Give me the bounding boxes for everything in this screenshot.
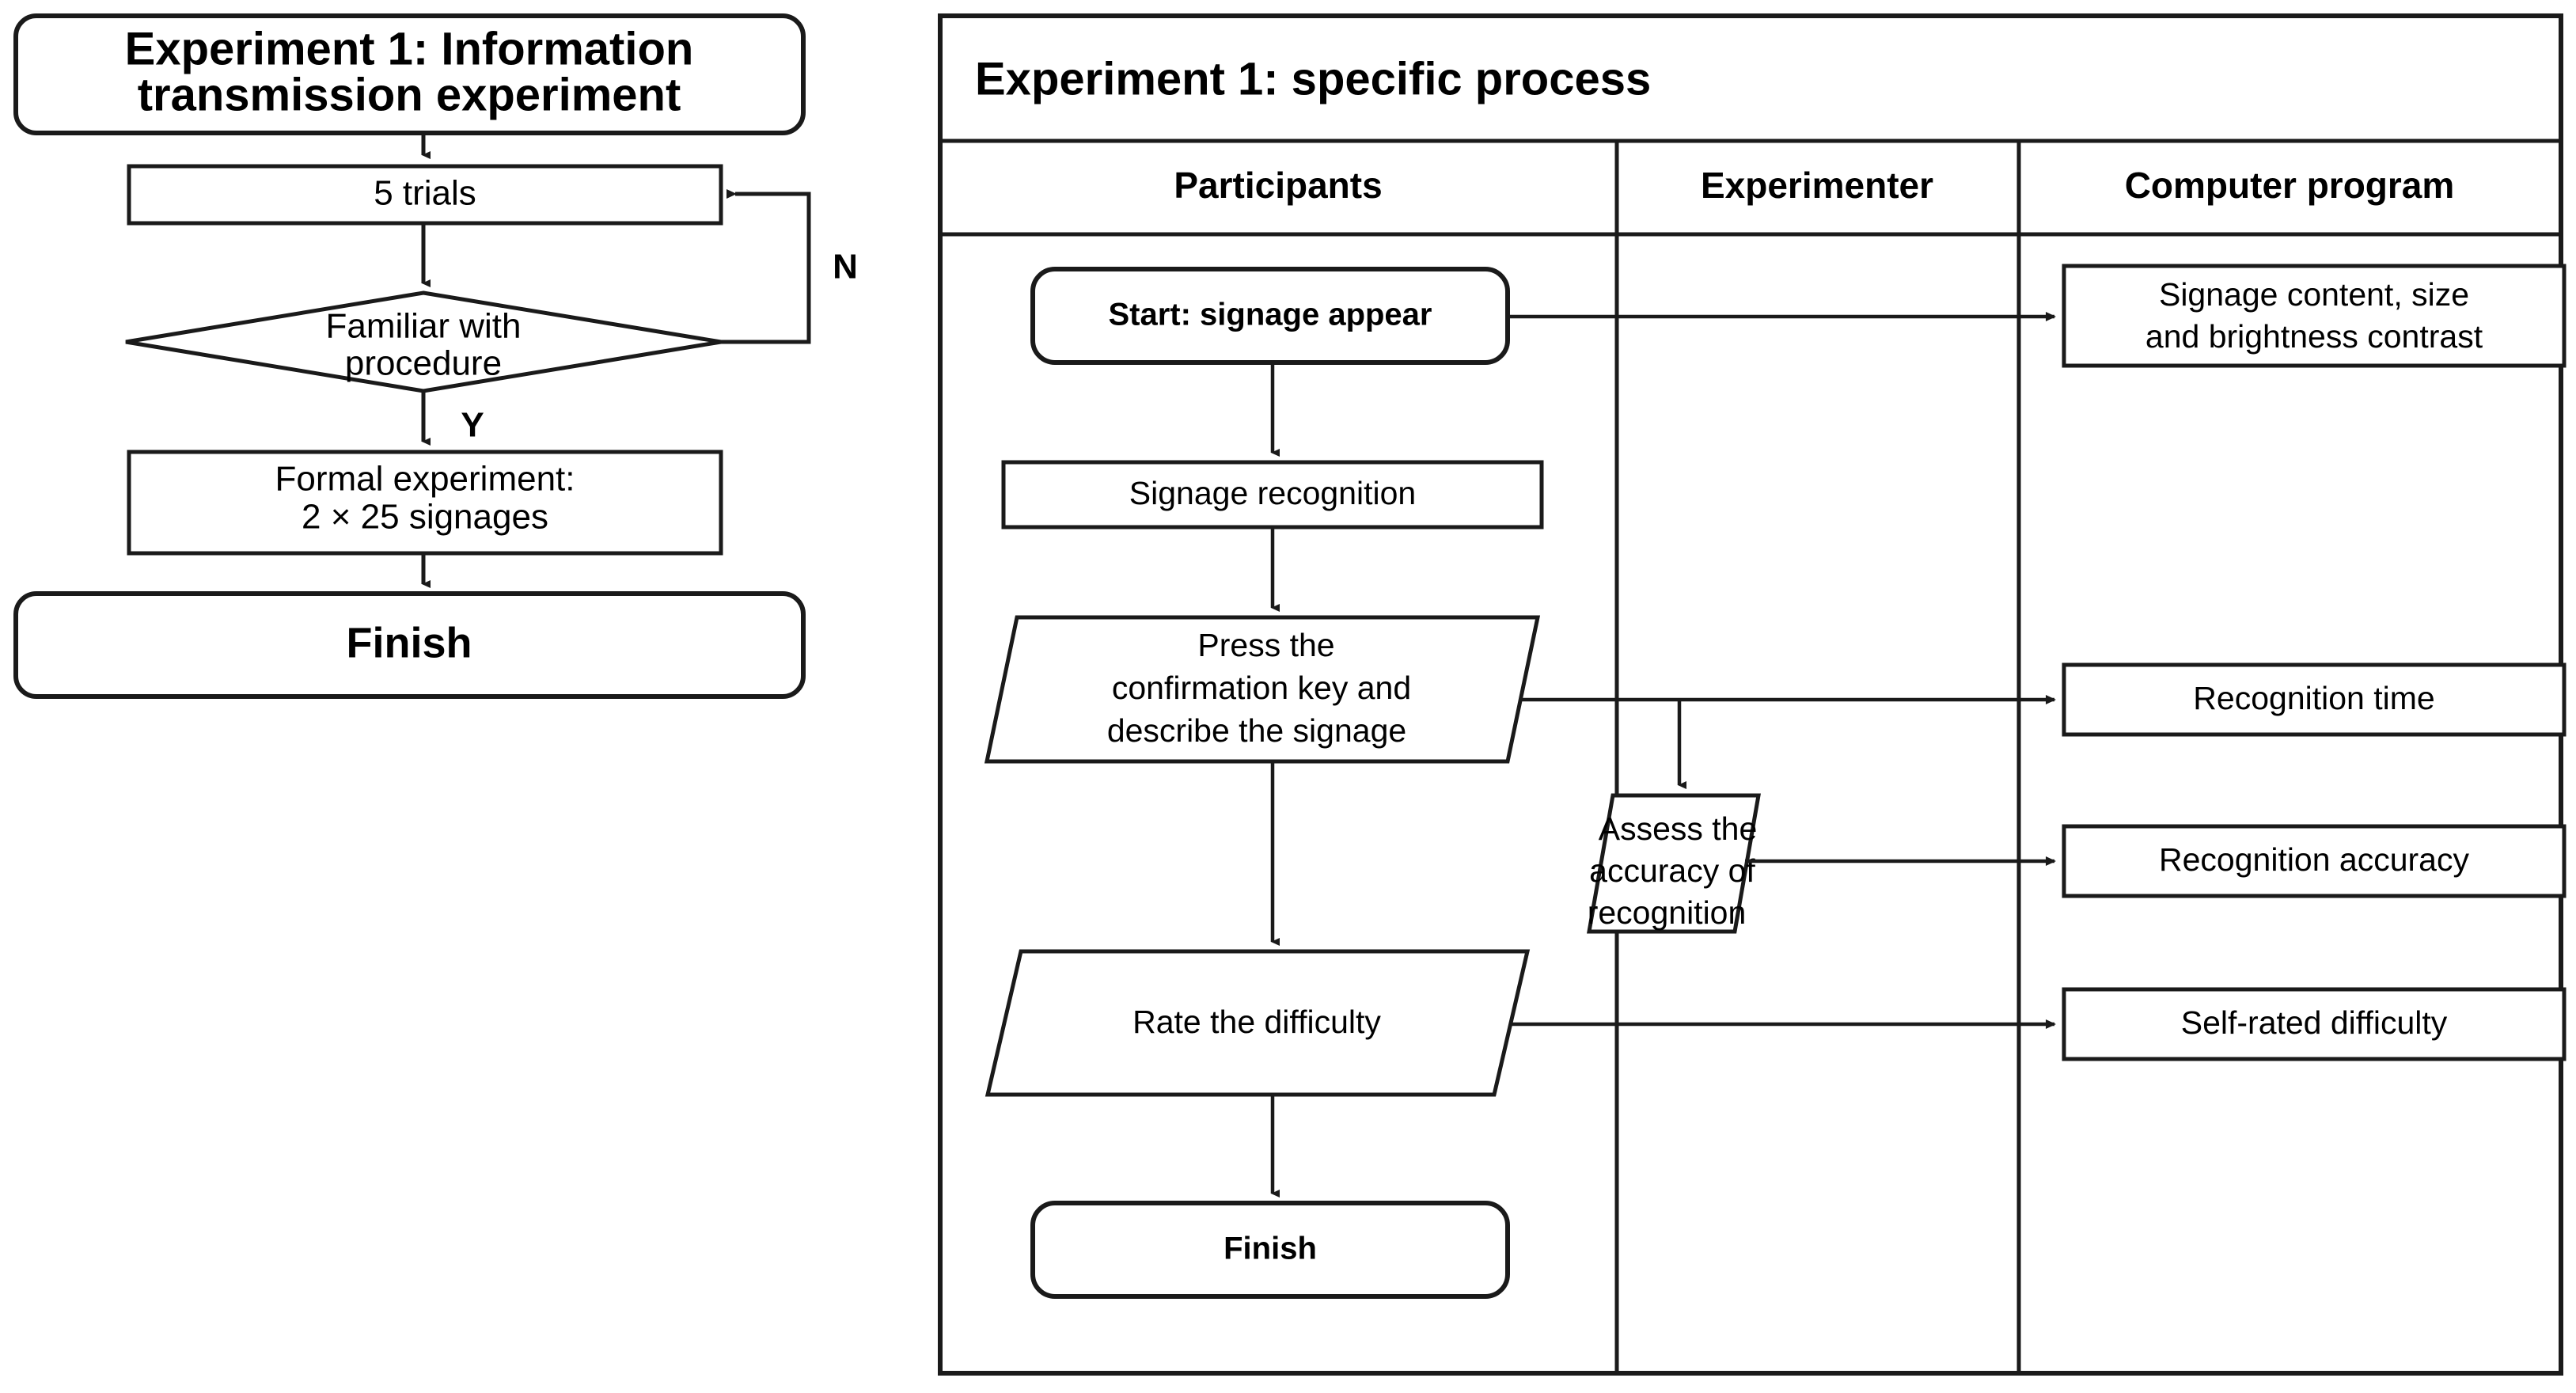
- node-signage-content-output-line2: and brightness contrast: [2145, 318, 2483, 355]
- node-rate-difficulty: Rate the difficulty: [984, 949, 1531, 1097]
- node-right-finish-label: Finish: [1224, 1232, 1317, 1266]
- node-right-finish-terminal: Finish: [1030, 1201, 1510, 1299]
- node-experiment-title-line1: Experiment 1: Information: [125, 23, 694, 74]
- edge-no-loopback: [721, 189, 811, 344]
- left-flowchart: Experiment 1: Information transmission e…: [13, 13, 858, 699]
- node-press-confirmation-key-line3: describe the signage: [1107, 712, 1406, 749]
- node-experiment-title-line2: transmission experiment: [138, 69, 681, 120]
- node-left-finish-label: Finish: [347, 619, 472, 666]
- column-header-experimenter: Experimenter: [1701, 165, 1933, 206]
- node-recognition-accuracy-output-label: Recognition accuracy: [2159, 841, 2469, 878]
- node-assess-accuracy-line2: accuracy of: [1589, 852, 1755, 889]
- edge-label-yes: Y: [461, 406, 484, 445]
- node-rate-difficulty-label: Rate the difficulty: [1132, 1004, 1381, 1040]
- node-5-trials: 5 trials: [127, 164, 723, 226]
- node-experiment-title-terminal: Experiment 1: Information transmission e…: [13, 13, 806, 135]
- right-panel-title: Experiment 1: specific process: [975, 53, 1651, 104]
- node-signage-content-output: Signage content, size and brightness con…: [2062, 264, 2567, 368]
- node-start-signage-appear: Start: signage appear: [1030, 267, 1510, 365]
- node-signage-recognition: Signage recognition: [1001, 460, 1544, 529]
- node-familiar-decision-line2: procedure: [345, 344, 502, 383]
- node-press-confirmation-key: Press the confirmation key and describe …: [984, 615, 1541, 764]
- edge-label-no: N: [833, 248, 858, 287]
- node-start-signage-appear-label: Start: signage appear: [1108, 298, 1432, 332]
- node-recognition-time-output-label: Recognition time: [2193, 680, 2434, 716]
- column-header-computer-program: Computer program: [2125, 165, 2455, 206]
- node-signage-content-output-line1: Signage content, size: [2159, 276, 2469, 313]
- node-familiar-decision: Familiar with procedure: [125, 290, 722, 393]
- column-header-participants: Participants: [1174, 165, 1382, 206]
- node-assess-accuracy-line3: recognition: [1588, 894, 1747, 931]
- node-left-finish-terminal: Finish: [13, 591, 806, 699]
- node-press-confirmation-key-line1: Press the: [1197, 627, 1334, 663]
- node-signage-recognition-label: Signage recognition: [1129, 475, 1416, 511]
- node-5-trials-label: 5 trials: [374, 174, 476, 213]
- node-assess-accuracy-line1: Assess the: [1599, 810, 1758, 847]
- node-self-rated-difficulty-output: Self-rated difficulty: [2062, 987, 2567, 1061]
- node-formal-experiment-line2: 2 × 25 signages: [302, 498, 548, 537]
- node-recognition-accuracy-output: Recognition accuracy: [2062, 824, 2567, 898]
- node-recognition-time-output: Recognition time: [2062, 662, 2567, 737]
- node-familiar-decision-line1: Familiar with: [326, 307, 522, 346]
- node-formal-experiment-line1: Formal experiment:: [275, 460, 575, 499]
- right-panel: Experiment 1: specific process Participa…: [938, 13, 2567, 1376]
- node-press-confirmation-key-line2: confirmation key and: [1112, 670, 1411, 706]
- node-formal-experiment: Formal experiment: 2 × 25 signages: [127, 450, 723, 556]
- node-self-rated-difficulty-output-label: Self-rated difficulty: [2181, 1004, 2448, 1041]
- node-assess-accuracy: Assess the accuracy of recognition: [1587, 793, 1761, 934]
